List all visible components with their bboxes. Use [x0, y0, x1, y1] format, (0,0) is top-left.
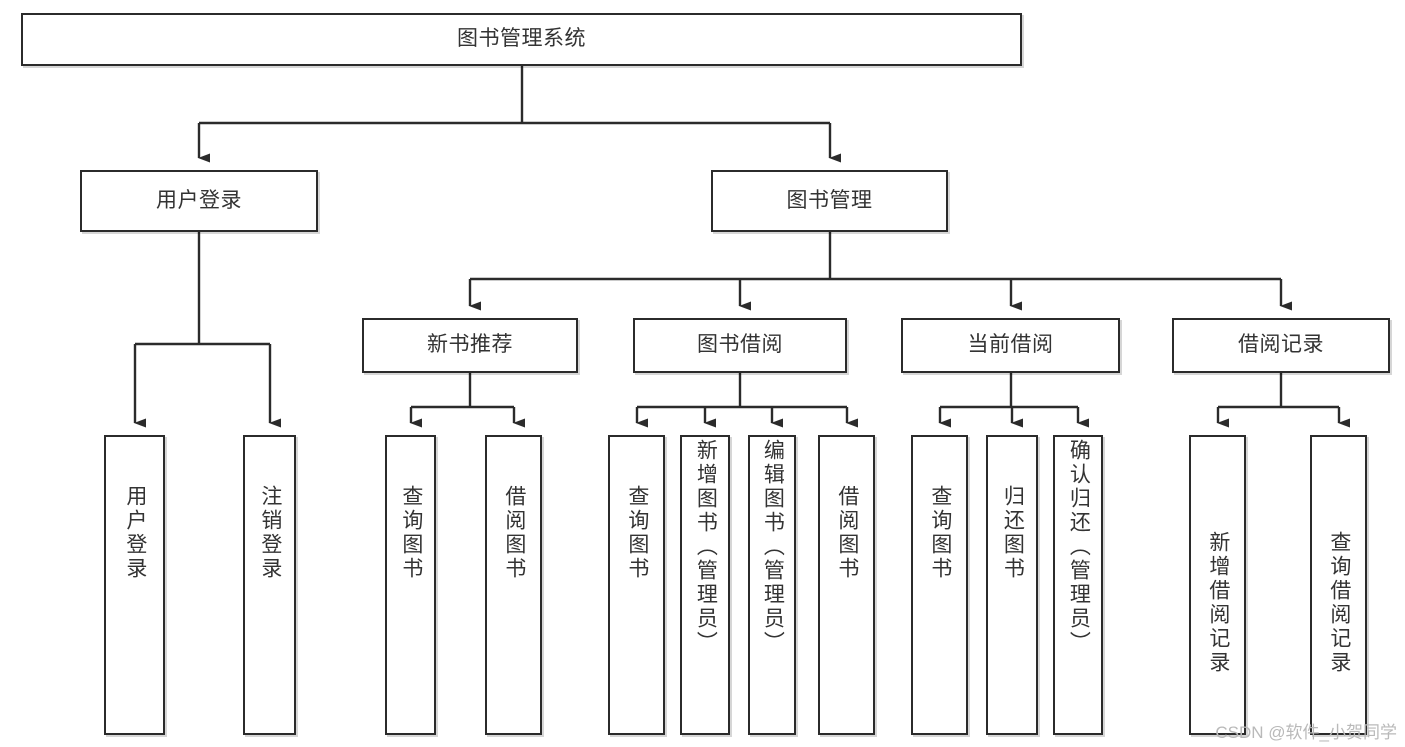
node-label: 编辑图书（管理员） — [761, 439, 785, 655]
node-label: 归还图书 — [1001, 485, 1025, 581]
node-label: 借阅图书 — [502, 485, 526, 581]
node-leaf-add-borrow-record[interactable]: 新增借阅记录 — [1189, 435, 1246, 735]
node-leaf-borrow-book[interactable]: 借阅图书 — [818, 435, 875, 735]
node-label: 用户登录 — [123, 485, 147, 581]
node-leaf-add-book[interactable]: 新增图书（管理员） — [680, 435, 730, 735]
node-label: 用户登录 — [156, 188, 242, 212]
node-label: 图书管理系统 — [457, 27, 586, 51]
node-label: 当前借阅 — [967, 333, 1054, 357]
node-label: 新增图书（管理员） — [694, 439, 718, 655]
node-label: 查询图书 — [625, 485, 649, 581]
edge-group — [133, 66, 1350, 428]
node-leaf-query-book[interactable]: 查询图书 — [608, 435, 665, 735]
watermark: CSDN @软件_小贺同学 — [1215, 723, 1397, 742]
node-root[interactable]: 图书管理系统 — [21, 13, 1022, 66]
node-label: 借阅图书 — [835, 485, 859, 581]
node-leaf-edit-book[interactable]: 编辑图书（管理员） — [748, 435, 796, 735]
node-label: 图书管理 — [786, 188, 873, 212]
node-label: 查询借阅记录 — [1327, 531, 1351, 675]
node-label: 新增借阅记录 — [1206, 531, 1230, 675]
node-new-book-recommend[interactable]: 新书推荐 — [362, 318, 578, 373]
node-borrow-record[interactable]: 借阅记录 — [1172, 318, 1390, 373]
node-label: 图书借阅 — [697, 333, 783, 357]
node-leaf-user-login[interactable]: 用户登录 — [104, 435, 165, 735]
node-book-manage[interactable]: 图书管理 — [711, 170, 948, 232]
node-label: 注销登录 — [258, 485, 282, 581]
node-leaf-logout[interactable]: 注销登录 — [243, 435, 296, 735]
node-leaf-query-borrow-record[interactable]: 查询借阅记录 — [1310, 435, 1367, 735]
node-book-borrow[interactable]: 图书借阅 — [633, 318, 847, 373]
node-current-borrow[interactable]: 当前借阅 — [901, 318, 1120, 373]
node-label: 查询图书 — [928, 485, 952, 581]
node-leaf-return-book[interactable]: 归还图书 — [986, 435, 1038, 735]
node-user-login[interactable]: 用户登录 — [80, 170, 318, 232]
node-label: 查询图书 — [399, 485, 423, 581]
node-leaf-confirm-return[interactable]: 确认归还（管理员） — [1053, 435, 1103, 735]
node-leaf-query-book-current[interactable]: 查询图书 — [911, 435, 968, 735]
node-label: 新书推荐 — [427, 333, 513, 357]
node-label: 借阅记录 — [1238, 333, 1324, 357]
node-label: 确认归还（管理员） — [1067, 439, 1091, 655]
node-leaf-borrow-book-recommend[interactable]: 借阅图书 — [485, 435, 542, 735]
node-leaf-query-book-recommend[interactable]: 查询图书 — [385, 435, 436, 735]
